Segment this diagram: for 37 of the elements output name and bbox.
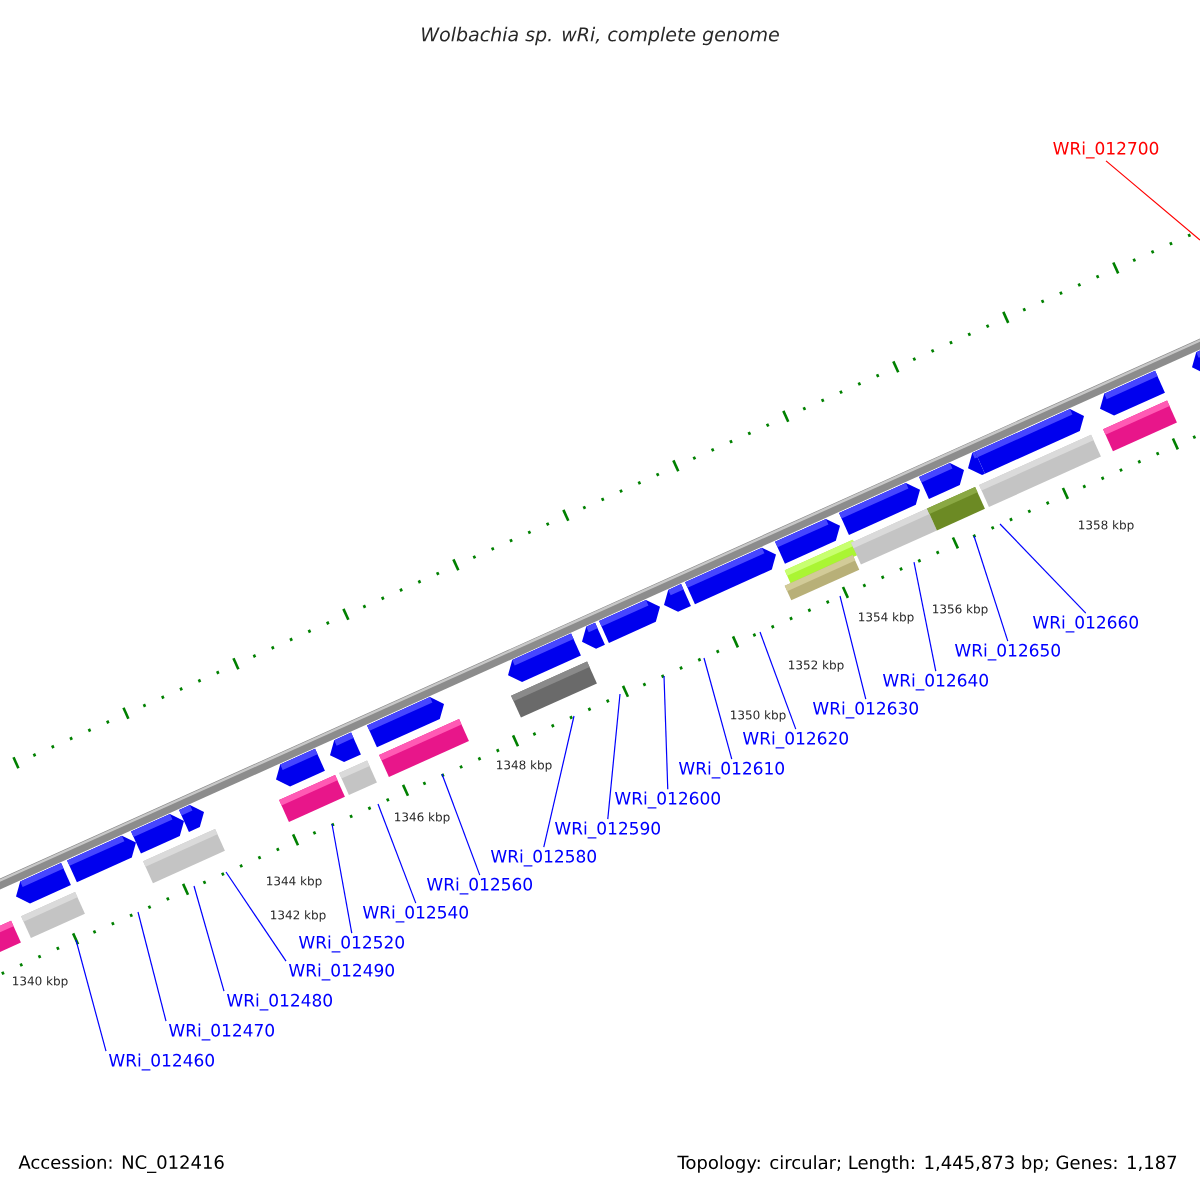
gene-label: WRi_012620 (742, 731, 848, 749)
gene-label: WRi_012490 (288, 963, 394, 981)
title: Wolbachia sp. wRi, complete genome (422, 26, 779, 46)
leader-line (193, 885, 225, 992)
leader-line (1105, 160, 1200, 241)
gene-label: WRi_012700 (1053, 141, 1159, 159)
gene-label: WRi_012470 (168, 1023, 274, 1041)
leader-line (839, 595, 867, 700)
leader-line (441, 773, 481, 876)
gene-label: WRi_012650 (954, 643, 1060, 661)
leader-line (973, 535, 1009, 642)
leader-line (331, 823, 353, 934)
leader-line (543, 715, 575, 848)
leader-line (663, 675, 669, 790)
gene-label: WRi_012460 (108, 1053, 214, 1071)
leader-line (75, 939, 107, 1052)
leader-line (999, 523, 1087, 614)
gene-label: WRi_012660 (1032, 615, 1138, 633)
leader-line (759, 631, 797, 730)
leader-line (913, 561, 937, 672)
leader-line (225, 871, 287, 962)
gene-label: WRi_012580 (490, 849, 596, 867)
gene-label: WRi_012590 (554, 821, 660, 839)
gene-label: WRi_012540 (362, 905, 468, 923)
gene-label: WRi_012610 (678, 761, 784, 779)
footer-text: Topology: circular; Length: 1,445,873 bp; Genes: 1,187 (677, 1155, 1177, 1173)
gene-label: WRi_012640 (882, 673, 988, 691)
gene-label: WRi_012520 (298, 935, 404, 953)
gene-label: WRi_012480 (226, 993, 332, 1011)
gene-label: WRi_012630 (812, 701, 918, 719)
gene-label: WRi_012600 (614, 791, 720, 809)
gene-label: WRi_012560 (426, 877, 532, 895)
leader-line (607, 693, 621, 820)
footer-text: Accession: NC_012416 (18, 1155, 224, 1173)
leader-line (703, 657, 733, 760)
leader-line (137, 911, 167, 1022)
leader-line (377, 803, 417, 904)
